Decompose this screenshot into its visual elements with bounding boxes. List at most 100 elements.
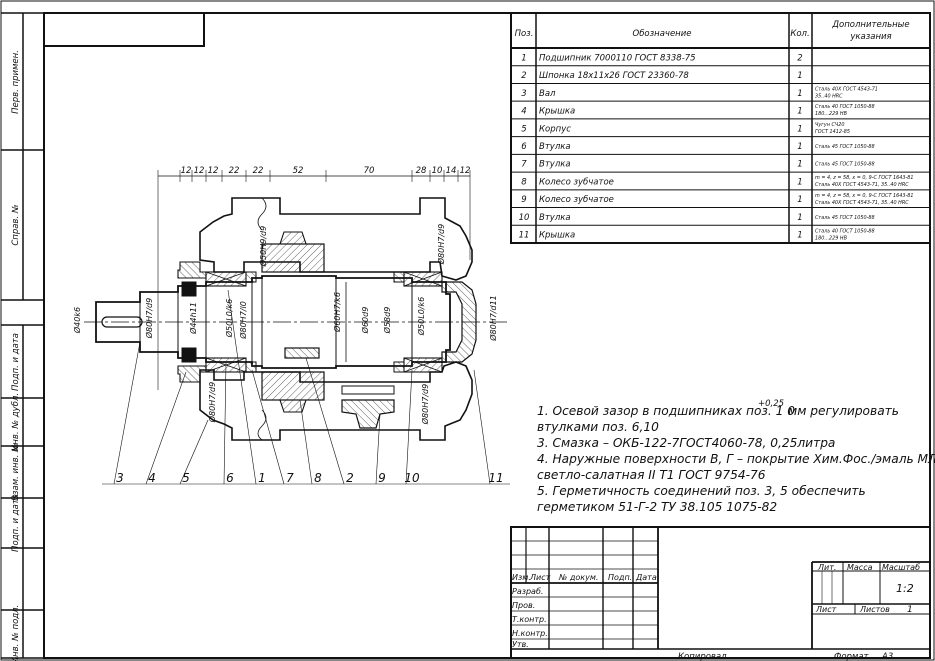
note-4a: 4. Наружные поверхности В, Г – покрытие … xyxy=(537,452,935,466)
spec-row-name: Колесо зубчатое xyxy=(539,195,614,205)
shaft-assembly-section xyxy=(84,170,510,485)
spec-row-note: Сталь 40Х ГОСТ 4543-71, 35..40 HRC xyxy=(815,182,909,188)
spec-table-grid xyxy=(510,12,931,244)
side-stamp-label: Взам. инв. № xyxy=(11,443,21,501)
diameter-label: Ø80H7/d11 xyxy=(488,295,498,342)
spec-row-name: Подшипник 7000110 ГОСТ 8338-75 xyxy=(539,53,696,63)
spec-row-qty: 1 xyxy=(797,142,802,152)
dimension-value: 14 xyxy=(446,166,457,176)
diameter-label: Ø80H7/d9 xyxy=(207,382,217,423)
position-number: 5 xyxy=(182,471,190,485)
dimension-value: 10 xyxy=(432,166,443,176)
tb-tkontr: Т.контр. xyxy=(512,615,547,624)
side-stamp-label: Перв. примен. xyxy=(11,50,21,114)
note-3: 3. Смазка – ОКБ-122-7ГОСТ4060-78, 0,25ли… xyxy=(537,436,835,450)
tb-format: Формат xyxy=(834,652,870,661)
spec-row-note: Сталь 45 ГОСТ 1050-88 xyxy=(815,162,875,168)
diameter-label: Ø80H7/d9 xyxy=(144,298,154,339)
housing-upper xyxy=(199,197,473,281)
cover-left xyxy=(177,261,207,279)
title-block: Изм. Лист № докум. Подп. Дата Разраб. Пр… xyxy=(510,526,931,661)
diameter-label: Ø60d9 xyxy=(360,307,370,335)
leader-line xyxy=(375,413,381,485)
tb-sheets-value: 1 xyxy=(907,605,913,615)
spec-row-note: ГОСТ 1412-85 xyxy=(815,129,850,135)
spec-row-pos: 7 xyxy=(521,160,527,170)
tb-sign: Подп. xyxy=(608,573,632,582)
spec-row-qty: 1 xyxy=(797,177,802,187)
note-1-cont: втулками поз. 6,10 xyxy=(537,420,659,434)
spec-row-note: Сталь 45 ГОСТ 1050-88 xyxy=(815,144,875,150)
tb-razrab: Разраб. xyxy=(512,587,543,596)
tb-docnum: № докум. xyxy=(558,573,598,582)
bearing-right xyxy=(403,271,443,373)
dimension-value: 52 xyxy=(293,166,304,176)
leader-line xyxy=(223,361,227,485)
spec-header-notes: указания xyxy=(849,32,891,42)
spec-row-pos: 5 xyxy=(521,124,526,134)
leader-line xyxy=(179,419,209,485)
position-number: 4 xyxy=(148,471,156,485)
spec-row-name: Втулка xyxy=(539,160,571,170)
technical-notes: 1. Осевой зазор в подшипниках поз. 1 0 +… xyxy=(537,399,935,514)
position-number: 1 xyxy=(258,471,266,485)
leader-line xyxy=(305,357,345,485)
spec-row-name: Корпус xyxy=(539,124,571,134)
sleeve-left xyxy=(245,271,257,283)
tb-sheets: Листов xyxy=(859,605,890,614)
gear-tooth-profile xyxy=(341,399,395,429)
diameter-label: Ø50L0/k6 xyxy=(416,297,426,336)
leader-line xyxy=(145,371,187,485)
dimension-value: 12 xyxy=(194,166,205,176)
spec-row-qty: 1 xyxy=(797,124,802,134)
leader-line xyxy=(299,399,313,485)
position-number: 3 xyxy=(116,471,124,485)
sleeve-right xyxy=(393,271,405,283)
tb-sheet: Лист xyxy=(815,605,837,614)
diameter-label: Ø40k6 xyxy=(72,307,82,334)
note-1-tail: мм регулировать xyxy=(788,404,899,418)
spec-header-notes: Дополнительные xyxy=(831,20,909,30)
spec-row-note: m = 4, z = 58, x = 0, 9-С ГОСТ 1643-81 xyxy=(815,193,913,199)
spec-row-note: Чугун СЧ20 xyxy=(815,122,844,128)
spec-row-note: m = 4, z = 58, x = 0, 9-С ГОСТ 1643-81 xyxy=(815,175,913,181)
spec-row-name: Крышка xyxy=(539,231,575,241)
spec-row-note: Сталь 40 ГОСТ 1050-88 xyxy=(815,228,875,234)
tb-format-value: А3 xyxy=(881,652,893,661)
spec-row-pos: 3 xyxy=(521,89,526,99)
position-number: 6 xyxy=(226,471,234,485)
tb-list: Лист xyxy=(529,573,551,582)
spec-row-name: Крышка xyxy=(539,107,575,117)
tb-utv: Утв. xyxy=(512,640,529,649)
spec-row-qty: 1 xyxy=(797,213,802,223)
spec-row-qty: 1 xyxy=(797,71,802,81)
dimension-value: 12 xyxy=(460,166,471,176)
dimension-value: 22 xyxy=(229,166,240,176)
spec-header-qty: Кол. xyxy=(790,29,809,39)
spec-row-note: Сталь 40 ГОСТ 1050-88 xyxy=(815,104,875,110)
position-number: 11 xyxy=(488,471,503,485)
position-number: 8 xyxy=(314,471,322,485)
housing-lower xyxy=(199,361,473,441)
spec-row-note: 180...229 HB xyxy=(815,235,848,241)
key xyxy=(284,347,320,359)
leader-line xyxy=(227,289,257,485)
spec-row-pos: 8 xyxy=(521,177,527,187)
spec-row-note: Сталь 40Х ГОСТ 4543-71, 35..40 HRC xyxy=(815,200,909,206)
note-5a: 5. Герметичность соединений поз. 3, 5 об… xyxy=(537,484,866,498)
position-number: 7 xyxy=(286,471,294,485)
spec-row-name: Втулка xyxy=(539,213,571,223)
spec-row-qty: 1 xyxy=(797,89,802,99)
diameter-label: Ø50L0/k6 xyxy=(224,299,234,338)
seal xyxy=(181,281,197,297)
gear-upper-section xyxy=(261,243,325,273)
spec-row-pos: 4 xyxy=(521,107,526,117)
spec-row-pos: 11 xyxy=(519,231,530,241)
side-stamp-label: Подп. и дата xyxy=(11,494,21,552)
tb-izm: Изм. xyxy=(512,573,531,582)
diameter-label: Ø80H7/l0 xyxy=(238,301,248,340)
cover-right xyxy=(441,281,477,363)
